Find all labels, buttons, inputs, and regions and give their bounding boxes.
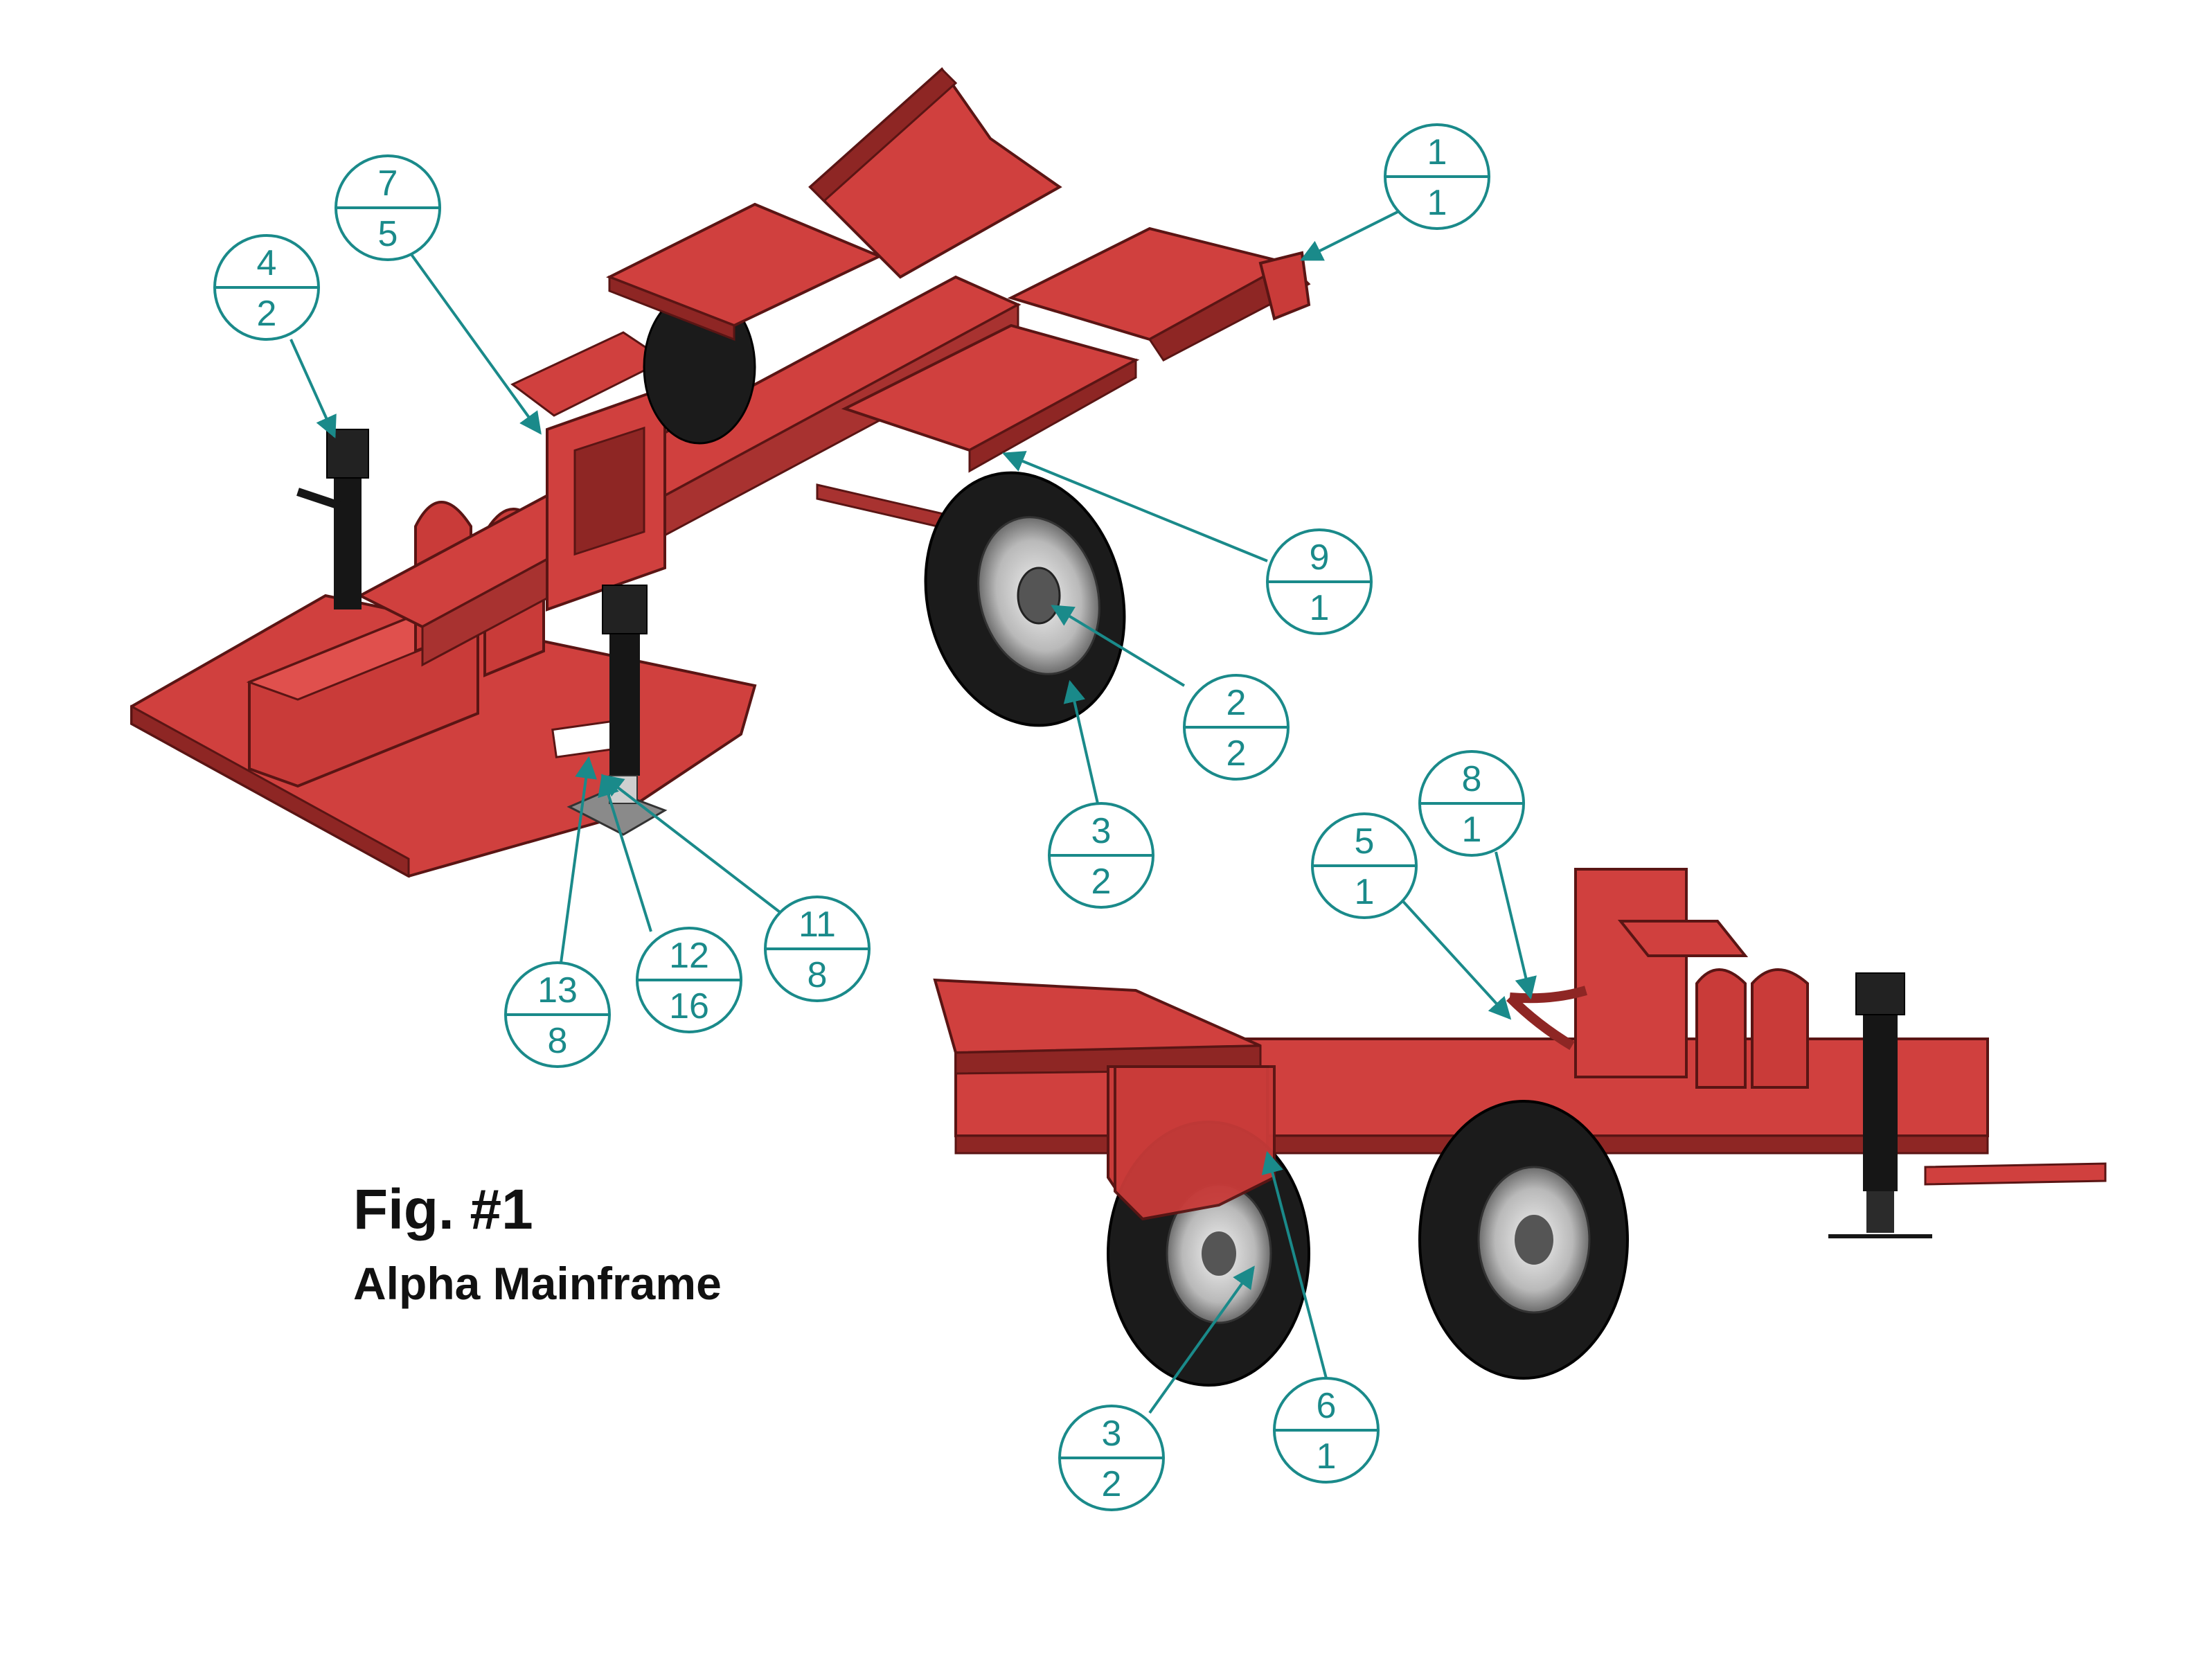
callout-balloon-c12: 32 bbox=[1058, 1405, 1165, 1511]
leader-c10 bbox=[1495, 851, 1537, 1000]
balloon-item-number: 12 bbox=[669, 936, 709, 976]
balloon-quantity: 2 bbox=[1091, 862, 1112, 902]
balloon-item-number: 9 bbox=[1310, 537, 1330, 578]
balloon-item-number: 1 bbox=[1427, 132, 1447, 172]
side-tower bbox=[1574, 868, 1688, 1078]
callout-balloon-c11: 51 bbox=[1311, 812, 1418, 919]
balloon-item-number: 2 bbox=[1227, 683, 1247, 723]
side-log-tray bbox=[933, 978, 1261, 1055]
callout-balloon-c3: 42 bbox=[213, 234, 320, 341]
callout-balloon-c7: 118 bbox=[764, 896, 871, 1002]
callout-balloon-c6: 32 bbox=[1048, 802, 1154, 909]
balloon-item-number: 7 bbox=[378, 163, 398, 204]
side-tire-rear bbox=[1418, 1100, 1629, 1380]
side-lever-handle bbox=[1509, 986, 1588, 1004]
balloon-quantity: 5 bbox=[378, 214, 398, 254]
leader-c6 bbox=[1063, 679, 1099, 804]
jack-left bbox=[296, 429, 369, 609]
balloon-quantity: 1 bbox=[1427, 183, 1447, 223]
balloon-item-number: 11 bbox=[799, 905, 836, 945]
leader-c12 bbox=[1148, 1265, 1255, 1414]
balloon-item-number: 3 bbox=[1091, 811, 1112, 851]
callout-balloon-c13: 61 bbox=[1273, 1377, 1380, 1484]
balloon-quantity: 2 bbox=[1102, 1464, 1122, 1504]
balloon-quantity: 1 bbox=[1310, 588, 1330, 628]
figure-subtitle: Alpha Mainframe bbox=[353, 1258, 722, 1309]
balloon-quantity: 2 bbox=[257, 294, 277, 334]
balloon-item-number: 3 bbox=[1102, 1414, 1122, 1454]
right-wing-tray bbox=[1007, 226, 1292, 341]
callout-balloon-c1: 11 bbox=[1384, 123, 1490, 230]
callout-balloon-c10: 81 bbox=[1418, 750, 1525, 857]
leader-c13 bbox=[1261, 1150, 1328, 1379]
balloon-quantity: 1 bbox=[1355, 872, 1375, 912]
balloon-quantity: 1 bbox=[1462, 810, 1482, 850]
balloon-item-number: 4 bbox=[257, 243, 277, 283]
isometric-mainframe-view bbox=[130, 67, 1311, 878]
balloon-item-number: 5 bbox=[1355, 821, 1375, 862]
side-mainframe-view bbox=[933, 868, 2107, 1387]
balloon-quantity: 16 bbox=[669, 986, 709, 1026]
balloon-item-number: 6 bbox=[1317, 1386, 1337, 1426]
callout-balloon-c4: 91 bbox=[1266, 528, 1373, 635]
balloon-item-number: 13 bbox=[537, 970, 578, 1010]
tire-assembly-top bbox=[924, 471, 1126, 727]
leader-c3 bbox=[289, 339, 337, 438]
leader-c2 bbox=[404, 244, 542, 435]
leader-c9 bbox=[560, 756, 597, 963]
balloon-quantity: 2 bbox=[1227, 733, 1247, 774]
balloon-quantity: 8 bbox=[548, 1021, 568, 1061]
leader-c11 bbox=[1398, 896, 1512, 1020]
jack-foot bbox=[567, 788, 668, 836]
balloon-quantity: 1 bbox=[1317, 1436, 1337, 1477]
callout-balloon-c9: 138 bbox=[504, 961, 611, 1068]
leader-c8 bbox=[598, 773, 652, 932]
callout-balloon-c2: 75 bbox=[335, 154, 441, 261]
leader-c7 bbox=[600, 774, 784, 916]
base-plate-edge bbox=[130, 704, 410, 878]
side-jack bbox=[1828, 972, 1932, 1238]
balloon-quantity: 8 bbox=[808, 955, 828, 995]
figure-title: Fig. #1 bbox=[353, 1178, 533, 1241]
leader-c4 bbox=[1002, 451, 1268, 562]
balloon-item-number: 8 bbox=[1462, 759, 1482, 799]
hitch-bracket bbox=[1258, 251, 1311, 321]
callout-balloon-c5: 22 bbox=[1183, 674, 1290, 781]
leader-c5 bbox=[1051, 605, 1186, 687]
